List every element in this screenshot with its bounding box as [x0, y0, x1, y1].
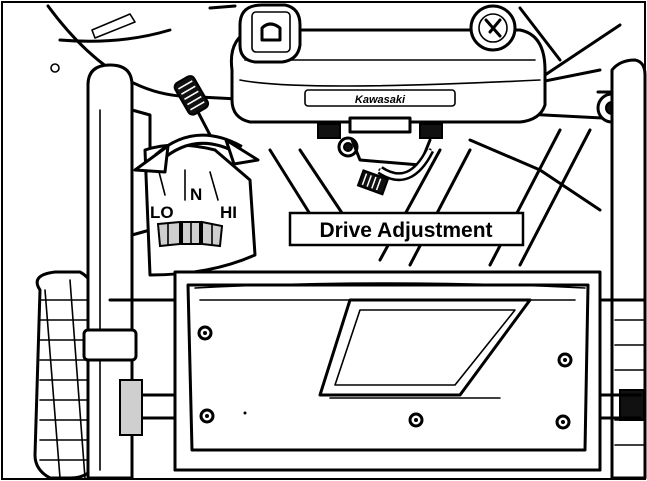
- fuel-cap-icon: [238, 3, 302, 64]
- right-wheel: [610, 298, 647, 480]
- drive-lever: [173, 75, 212, 137]
- adjuster-nut-icon: [356, 169, 390, 196]
- speed-label-n: N: [190, 185, 202, 204]
- engine-brand-plate: [304, 89, 456, 107]
- engine-brand-text: Kawasaki: [355, 94, 406, 106]
- callout-box: [288, 211, 525, 247]
- choke-dial-icon: [469, 4, 517, 52]
- left-handle: [82, 63, 152, 480]
- drive-adjustment-callout: Drive Adjustment: [288, 211, 525, 247]
- callout-label: Drive Adjustment: [319, 219, 492, 242]
- handle-clamp: [82, 328, 138, 362]
- right-handle: [610, 58, 647, 302]
- lever-knob-icon: [173, 75, 210, 116]
- left-wheel: [33, 270, 97, 480]
- engine: Kawasaki: [229, 3, 547, 139]
- drive-linkage: [337, 136, 435, 196]
- speed-label-lo: LO: [150, 203, 174, 222]
- cover-plate: [173, 270, 602, 472]
- cover-bolts: [197, 325, 573, 430]
- double-headed-curved-arrow-icon: [133, 133, 260, 174]
- speed-label-hi: HI: [220, 203, 237, 222]
- speed-slot-detents: [156, 220, 224, 248]
